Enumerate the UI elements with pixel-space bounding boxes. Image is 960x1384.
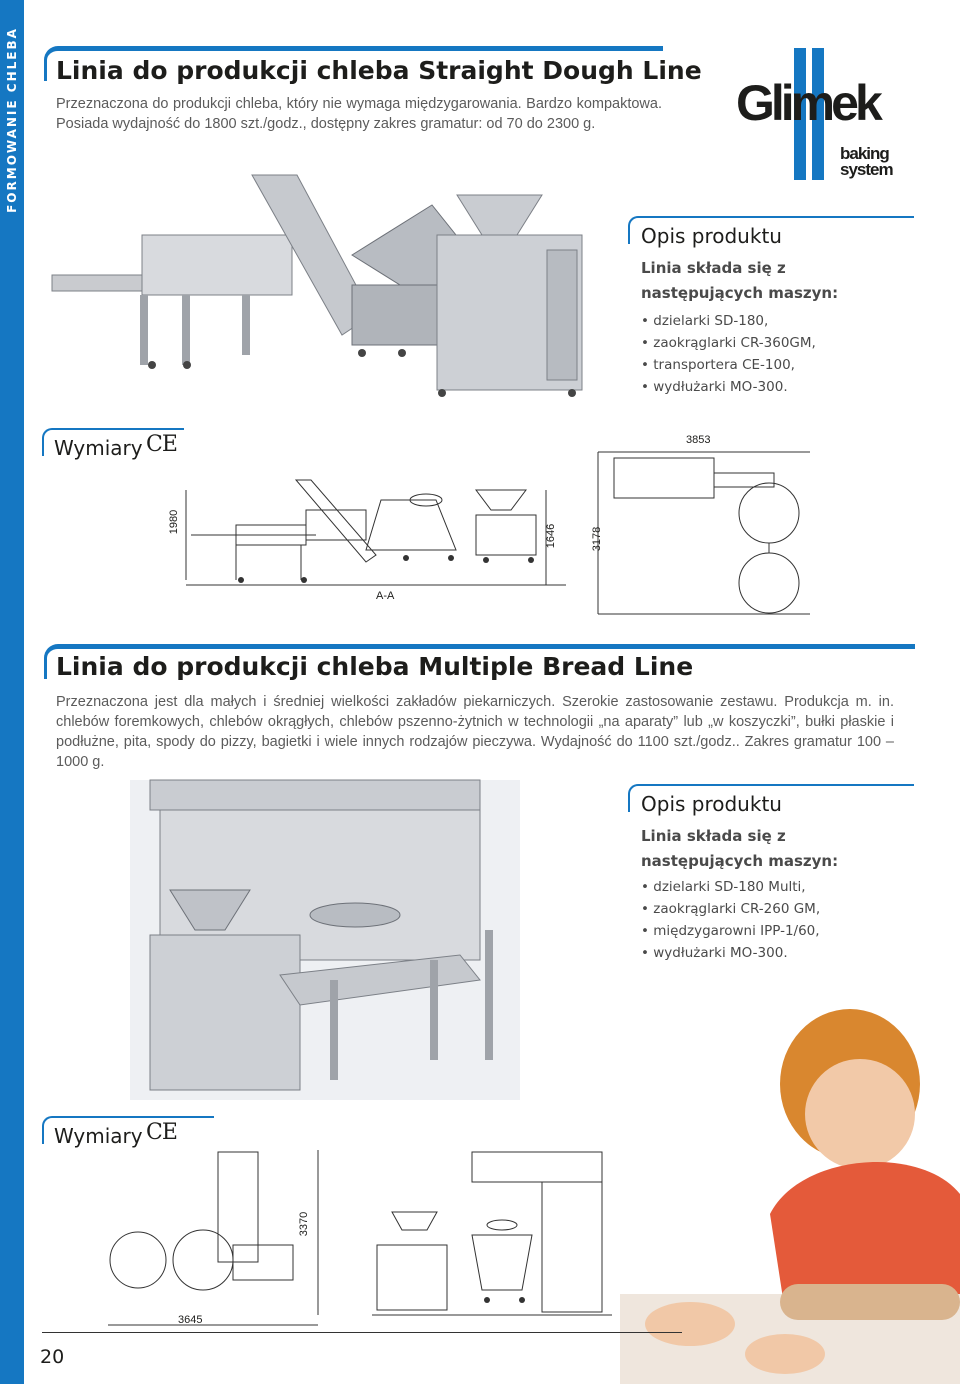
section2-side-drawing <box>372 1151 612 1316</box>
section1-dim-width: 3853 <box>686 434 711 446</box>
section1-dim-depth: 3178 <box>591 526 604 552</box>
section1-dim-mid: 1646 <box>545 523 558 549</box>
section1-opis-lead: Linia składa się z następujących maszyn: <box>641 259 839 302</box>
logo-tagline-1: baking <box>840 144 890 163</box>
list-item: wydłużarki MO-300. <box>641 942 820 964</box>
logo-bar-right <box>812 48 824 180</box>
logo-brand: Glimek <box>736 75 883 131</box>
list-item: dzielarki SD-180 Multi, <box>641 876 820 898</box>
section1-opis-title: Opis produktu <box>641 224 782 248</box>
section2-wymiary-title: Wymiary <box>54 1124 143 1148</box>
section2-title-bracket <box>44 644 915 679</box>
ce-mark-icon: CE <box>146 1120 178 1145</box>
section1-dim-section: A-A <box>376 590 395 602</box>
glimek-logo: Glimek baking system <box>736 44 896 184</box>
section2-description: Przeznaczona jest dla małych i średniej … <box>56 694 894 770</box>
section1-wymiary-title: Wymiary <box>54 436 143 460</box>
page-number: 20 <box>40 1346 65 1368</box>
section1-title-bracket <box>44 46 663 81</box>
section2-opis-lead: Linia składa się z następujących maszyn: <box>641 827 839 870</box>
ce-mark-icon: CE <box>146 432 178 457</box>
section2-dim-height: 3370 <box>298 1211 311 1237</box>
sidebar-label-container: FORMOWANIE CHLEBA <box>0 0 24 240</box>
sidebar-label: FORMOWANIE CHLEBA <box>5 27 19 213</box>
list-item: transportera CE-100, <box>641 354 816 376</box>
list-item: zaokrąglarki CR-260 GM, <box>641 898 820 920</box>
section1-description: Przeznaczona do produkcji chleba, który … <box>56 96 662 132</box>
section1-opis-bracket <box>628 216 914 244</box>
section2-title: Linia do produkcji chleba Multiple Bread… <box>56 652 694 681</box>
section2-opis-list: dzielarki SD-180 Multi, zaokrąglarki CR-… <box>641 876 820 964</box>
section1-top-drawing <box>597 451 810 615</box>
section1-wymiary-bracket <box>42 428 184 456</box>
child-photo <box>620 964 960 1384</box>
section2-opis-title: Opis produktu <box>641 792 782 816</box>
list-item: międzygarowni IPP-1/60, <box>641 920 820 942</box>
section2-machine-photo <box>130 779 520 1100</box>
section1-machine-photo <box>51 174 583 397</box>
section1-side-drawing <box>185 479 566 586</box>
section2-wymiary-bracket <box>42 1116 214 1144</box>
list-item: dzielarki SD-180, <box>641 310 816 332</box>
logo-tagline-2: system <box>840 160 894 179</box>
logo-bar-left <box>794 48 806 180</box>
section2-opis-bracket <box>628 784 914 812</box>
list-item: wydłużarki MO-300. <box>641 376 816 398</box>
section2-dim-width: 3645 <box>178 1314 203 1326</box>
bottom-rule <box>42 1332 682 1333</box>
section1-opis-list: dzielarki SD-180, zaokrąglarki CR-360GM,… <box>641 310 816 398</box>
section1-dim-height: 1980 <box>168 509 181 535</box>
list-item: zaokrąglarki CR-360GM, <box>641 332 816 354</box>
sidebar-strip <box>0 0 24 1384</box>
section1-title: Linia do produkcji chleba Straight Dough… <box>56 56 702 85</box>
section2-top-drawing <box>108 1150 319 1326</box>
